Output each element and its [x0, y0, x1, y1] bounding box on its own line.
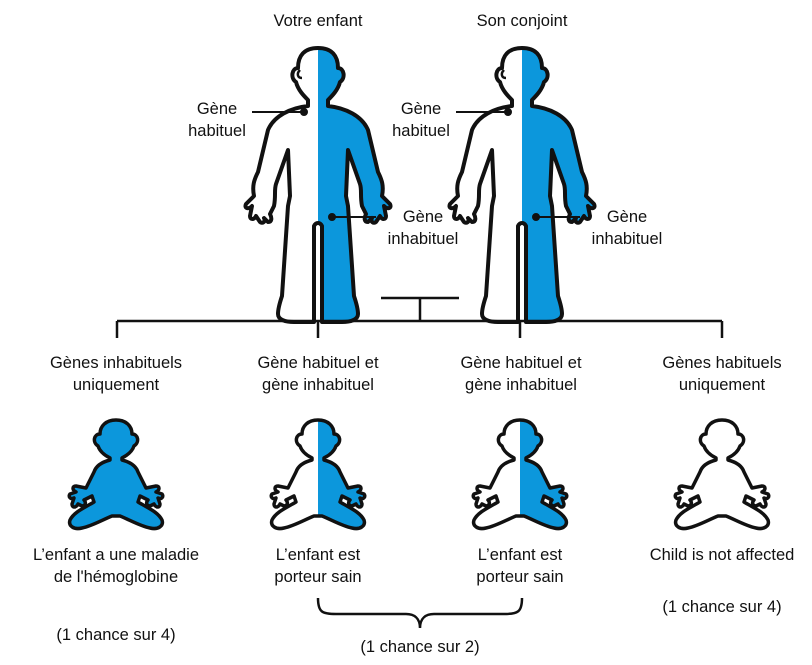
parent-partner-figure	[449, 48, 594, 322]
outcome-label: Child is not affected	[650, 544, 795, 566]
child-carrier-figure	[271, 420, 365, 529]
parent-partner-title: Son conjoint	[477, 10, 568, 32]
family-tree-lines	[117, 298, 722, 338]
unaffected-chance-label: (1 chance sur 4)	[662, 596, 781, 618]
parent-child-title: Votre enfant	[274, 10, 363, 32]
affected-chance-label: (1 chance sur 4)	[56, 624, 175, 646]
child-carrier-figure	[473, 420, 567, 529]
parent-child-figure	[245, 48, 390, 322]
child-affected-figure	[69, 420, 163, 529]
carrier-chance-label: (1 chance sur 2)	[360, 636, 479, 658]
carrier-brace	[318, 598, 522, 628]
child-unaffected-figure	[675, 420, 769, 529]
